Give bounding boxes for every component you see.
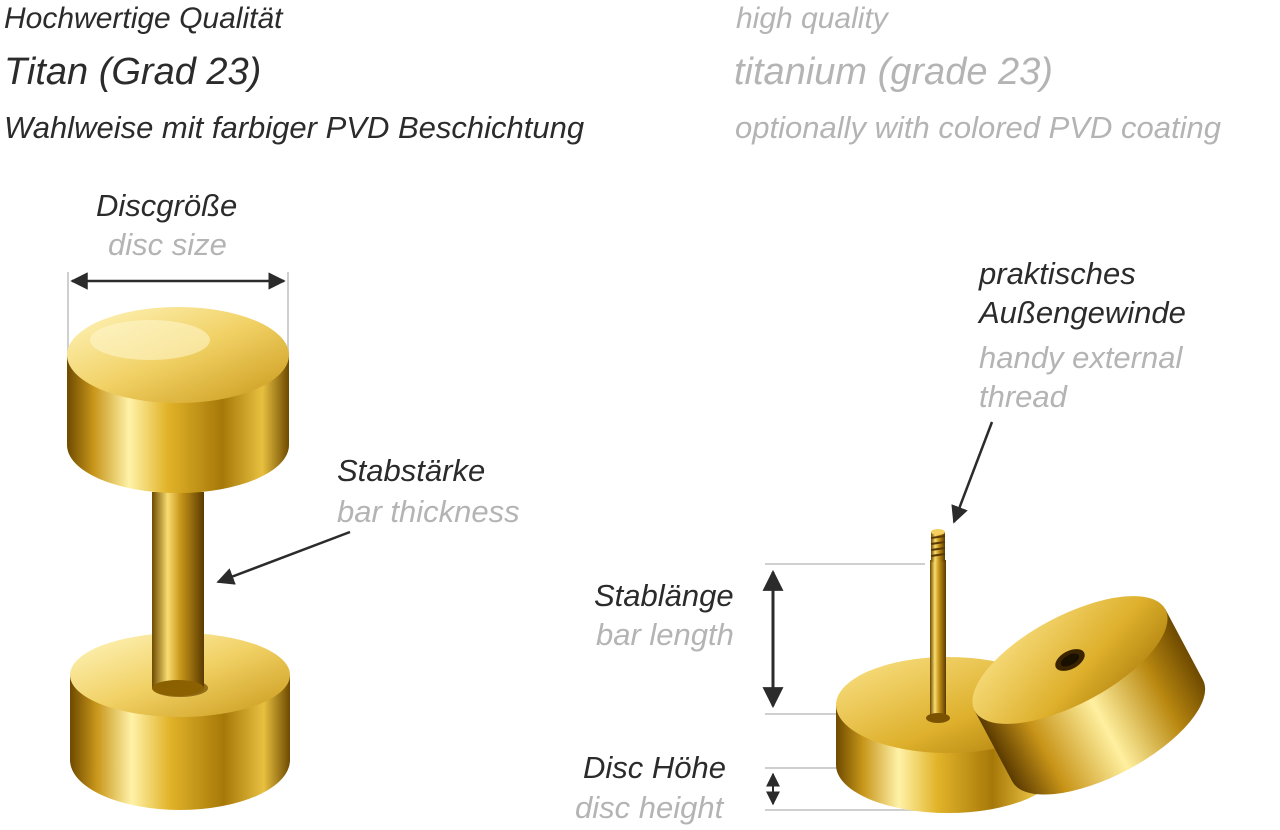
thread-label-en-1: handy external xyxy=(979,340,1183,375)
thread-arrow xyxy=(951,421,994,524)
header-coating-en: optionally with colored PVD coating xyxy=(735,110,1221,145)
thread-label-en-2: thread xyxy=(979,379,1067,414)
threaded-bar xyxy=(930,560,946,720)
disc-height-label-de: Disc Höhe xyxy=(583,750,726,785)
thread-tip xyxy=(930,529,946,562)
right-plug xyxy=(762,421,1206,813)
header-quality-de: Hochwertige Qualität xyxy=(4,2,283,35)
header-coating-de: Wahlweise mit farbiger PVD Beschichtung xyxy=(4,110,585,145)
bar-length-label-de: Stablänge xyxy=(594,578,734,613)
disc-height-label-en: disc height xyxy=(575,790,724,825)
separate-disc xyxy=(972,596,1206,795)
bar-thickness-arrow xyxy=(216,530,351,585)
bar-thickness-label-en: bar thickness xyxy=(337,494,520,529)
header-quality-en: high quality xyxy=(736,2,888,35)
header-material-en: titanium (grade 23) xyxy=(734,51,1053,93)
disc-size-label-de: Discgröße xyxy=(96,188,238,223)
header-material-de: Titan (Grad 23) xyxy=(4,51,262,93)
bar-thickness-label-de: Stabstärke xyxy=(337,453,486,488)
disc-size-label-en: disc size xyxy=(108,227,227,262)
bar xyxy=(152,492,204,688)
left-plug xyxy=(67,272,351,810)
thread-label-de-2: Außengewinde xyxy=(979,295,1186,330)
bar-length-label-en: bar length xyxy=(596,617,734,652)
thread-label-de-1: praktisches xyxy=(979,256,1136,291)
